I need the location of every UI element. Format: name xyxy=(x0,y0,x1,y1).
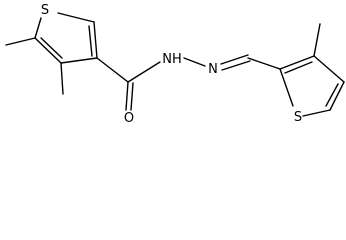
bond-nh-n xyxy=(183,57,206,67)
bond-s1-c5 xyxy=(34,17,42,39)
bond-n-ch-a xyxy=(220,54,249,65)
atom-label-o: O xyxy=(124,111,134,126)
atom-label-n: N xyxy=(208,62,218,77)
bond-c5-methyl xyxy=(5,37,36,46)
bond-c3-c2 xyxy=(93,21,98,59)
bond-c4-methyl xyxy=(60,62,64,95)
bond-c3-c2-inner xyxy=(88,25,93,57)
bond-c5r-s xyxy=(302,109,331,117)
bond-c3r-methyl xyxy=(313,23,321,57)
bond-c4r-c5r-inner xyxy=(325,83,339,107)
bond-c2r-c3r-inner xyxy=(284,61,313,74)
bond-c4-c3 xyxy=(60,57,98,64)
bond-c3r-c4r xyxy=(313,55,345,83)
molecule-structure: S O NH N S xyxy=(5,3,345,126)
bond-c5-c4 xyxy=(34,37,62,64)
bond-c2r-c3r xyxy=(279,55,315,70)
bond-n-ch-b xyxy=(221,60,251,71)
bond-c2-s1 xyxy=(57,12,95,23)
atom-label-s-right: S xyxy=(294,110,302,125)
bond-s-c2r xyxy=(279,68,294,107)
bonds xyxy=(5,12,345,117)
bond-c3-carbonyl xyxy=(96,57,129,83)
atom-label-nh: NH xyxy=(162,52,182,67)
bond-carbonyl-o-a xyxy=(125,81,129,111)
bond-ch-ring xyxy=(247,57,281,70)
bond-carbonyl-o-b xyxy=(130,82,134,111)
bond-c4r-c5r xyxy=(329,81,345,111)
bond-c5-c4-inner xyxy=(40,37,63,59)
bond-carbonyl-nh xyxy=(127,61,161,83)
atom-label-s-left: S xyxy=(41,3,49,18)
structure-canvas: S O NH N S xyxy=(5,3,345,126)
